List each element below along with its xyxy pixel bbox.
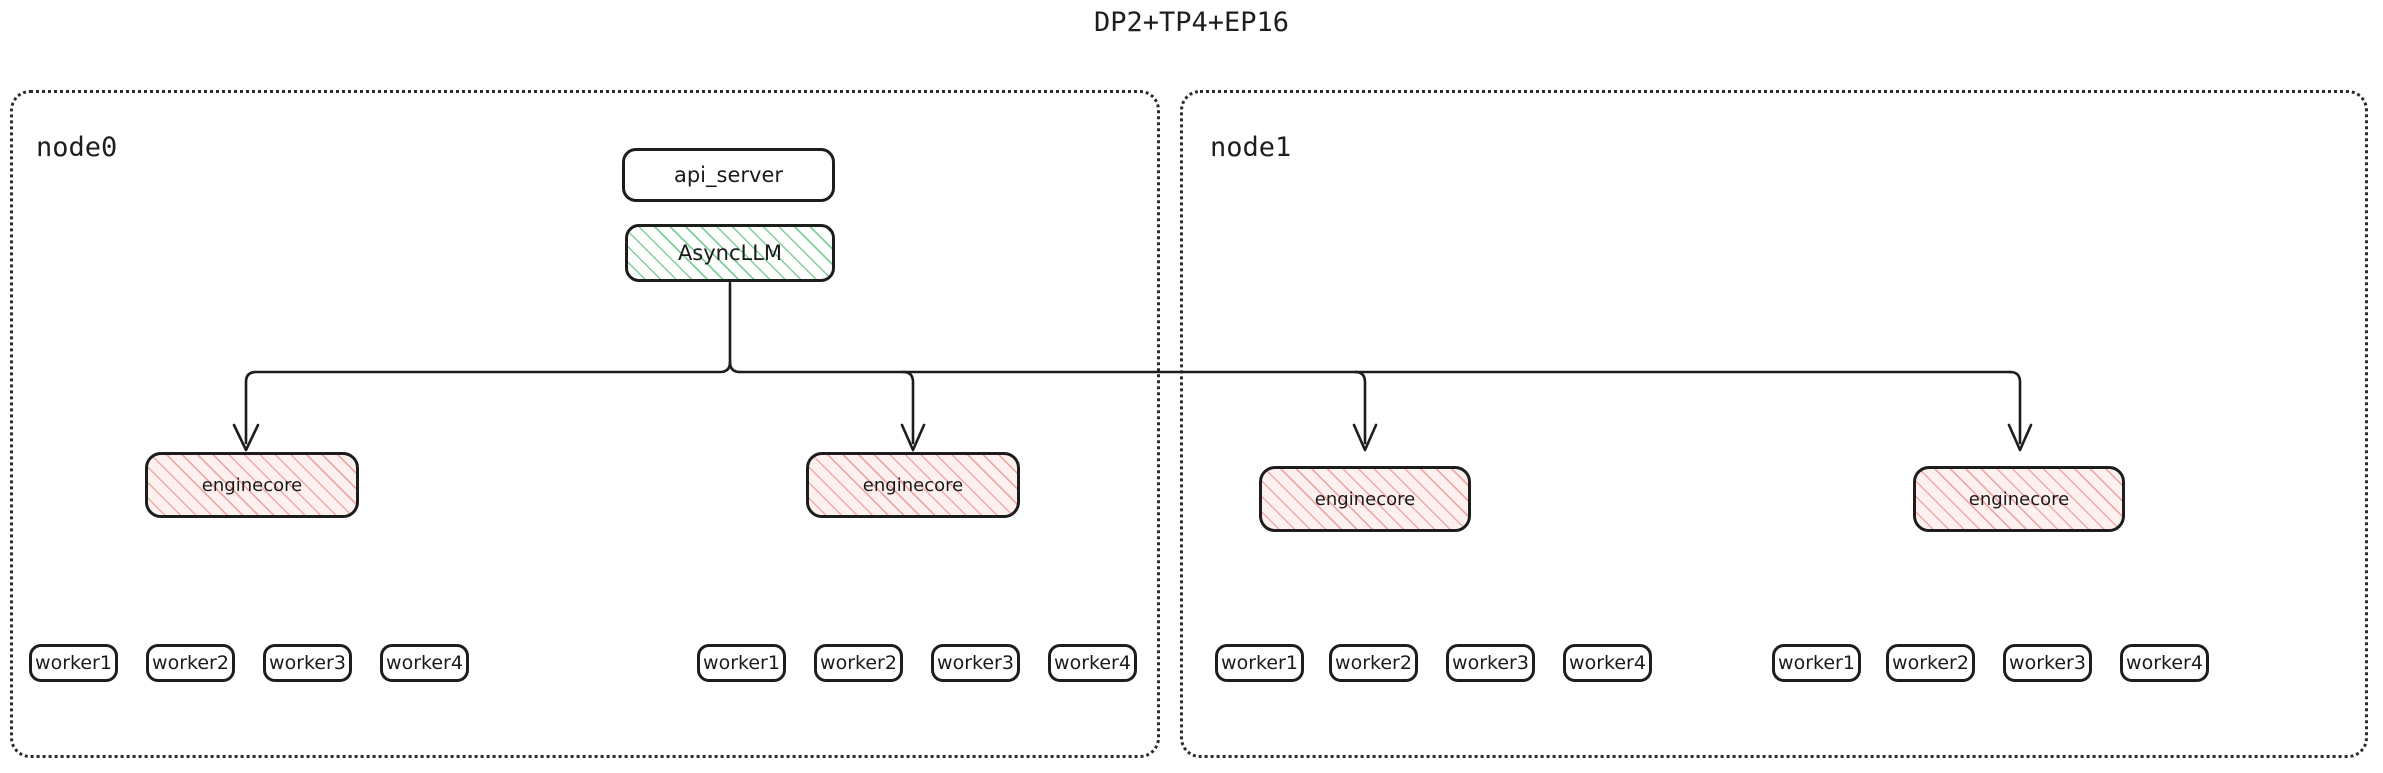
worker-box-node1-1-1[interactable]: worker2 — [1886, 644, 1975, 682]
enginecore-box-node1-1[interactable]: enginecore — [1913, 466, 2125, 532]
worker-box-node0-0-0[interactable]: worker1 — [29, 644, 118, 682]
worker-box-node1-1-3[interactable]: worker4 — [2120, 644, 2209, 682]
enginecore-box-node0-1[interactable]: enginecore — [806, 452, 1020, 518]
worker-box-node1-0-1[interactable]: worker2 — [1329, 644, 1418, 682]
enginecore-box-node1-0[interactable]: enginecore — [1259, 466, 1471, 532]
node-container-node1 — [1180, 90, 2368, 758]
node-label-node1: node1 — [1210, 132, 1292, 163]
worker-box-node1-1-2[interactable]: worker3 — [2003, 644, 2092, 682]
worker-box-node1-0-2[interactable]: worker3 — [1446, 644, 1535, 682]
worker-box-node1-0-3[interactable]: worker4 — [1563, 644, 1652, 682]
worker-box-node0-0-1[interactable]: worker2 — [146, 644, 235, 682]
page-title: DP2+TP4+EP16 — [1093, 7, 1290, 38]
worker-box-node1-0-0[interactable]: worker1 — [1215, 644, 1304, 682]
worker-box-node0-0-3[interactable]: worker4 — [380, 644, 469, 682]
api-server-box[interactable]: api_server — [622, 148, 835, 202]
worker-box-node0-1-0[interactable]: worker1 — [697, 644, 786, 682]
node-label-node0: node0 — [36, 132, 118, 163]
worker-box-node1-1-0[interactable]: worker1 — [1772, 644, 1861, 682]
asyncllm-box[interactable]: AsyncLLM — [625, 224, 835, 282]
worker-box-node0-1-1[interactable]: worker2 — [814, 644, 903, 682]
node-container-node0 — [10, 90, 1160, 758]
worker-box-node0-0-2[interactable]: worker3 — [263, 644, 352, 682]
enginecore-box-node0-0[interactable]: enginecore — [145, 452, 359, 518]
worker-box-node0-1-3[interactable]: worker4 — [1048, 644, 1137, 682]
worker-box-node0-1-2[interactable]: worker3 — [931, 644, 1020, 682]
